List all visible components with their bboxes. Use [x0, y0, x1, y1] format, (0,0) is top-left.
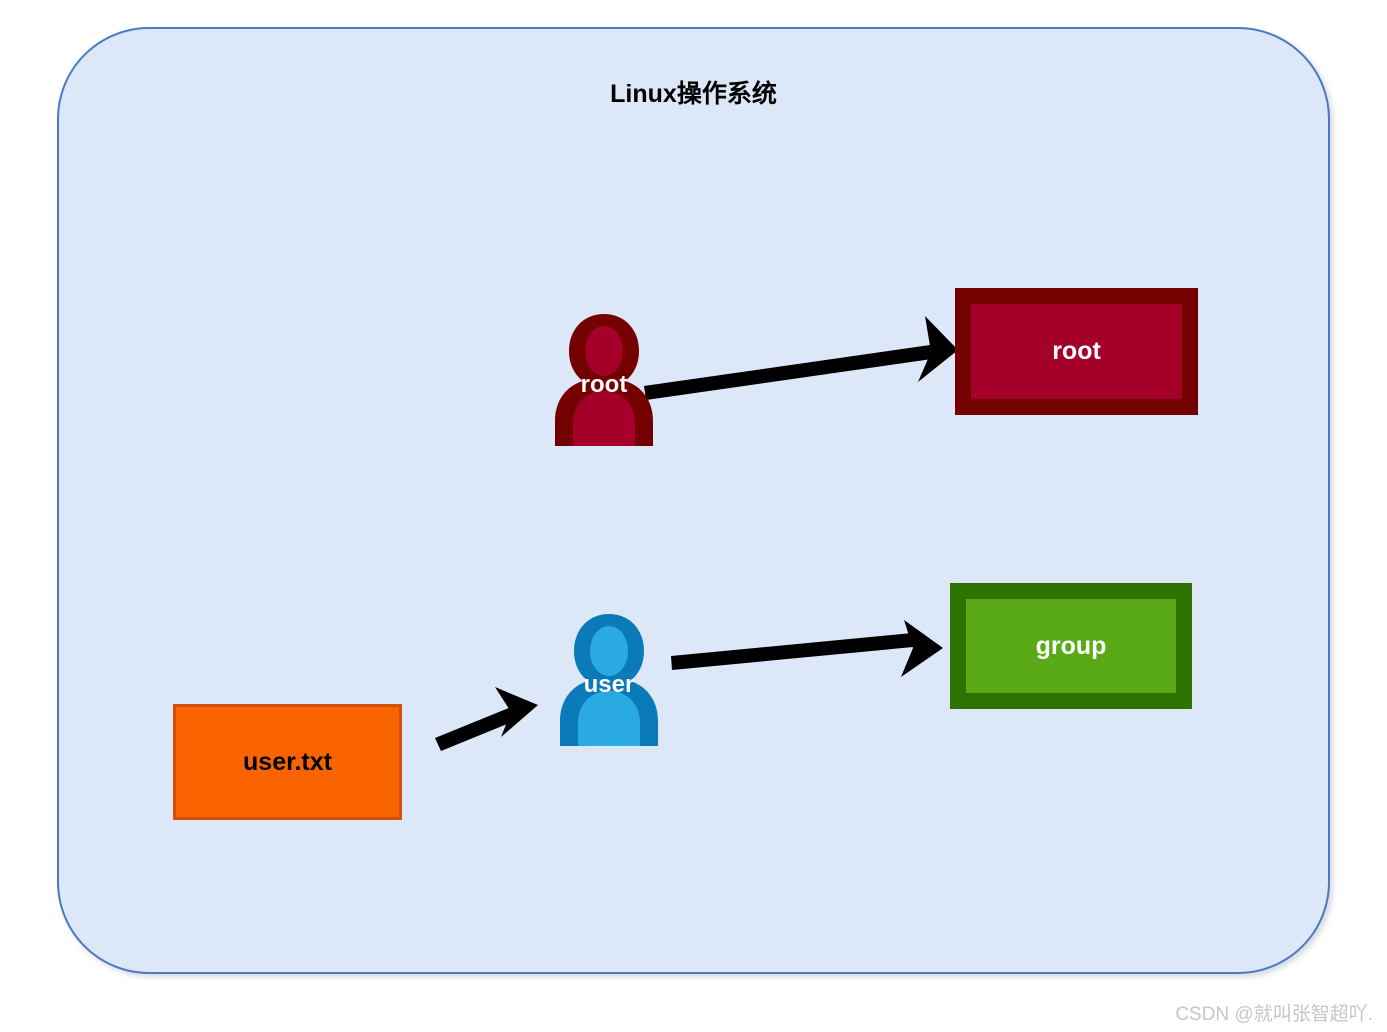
user-silhouette-icon: [555, 314, 653, 446]
watermark-text: CSDN @就叫张智超吖.: [1175, 1004, 1373, 1025]
node-box-user-txt-label: user.txt: [243, 747, 332, 776]
user-silhouette-icon: [560, 614, 658, 746]
node-box-root-label: root: [1052, 337, 1101, 365]
linux-os-container: Linux操作系统: [57, 27, 1330, 974]
node-box-user-txt: user.txt: [173, 704, 402, 820]
person-icon-user: user: [557, 613, 661, 747]
node-box-group-label: group: [1035, 631, 1107, 660]
person-icon-root: root: [552, 313, 656, 447]
node-box-root: root: [955, 288, 1198, 415]
diagram-title: Linux操作系统: [610, 80, 777, 108]
node-box-group: group: [950, 583, 1192, 709]
